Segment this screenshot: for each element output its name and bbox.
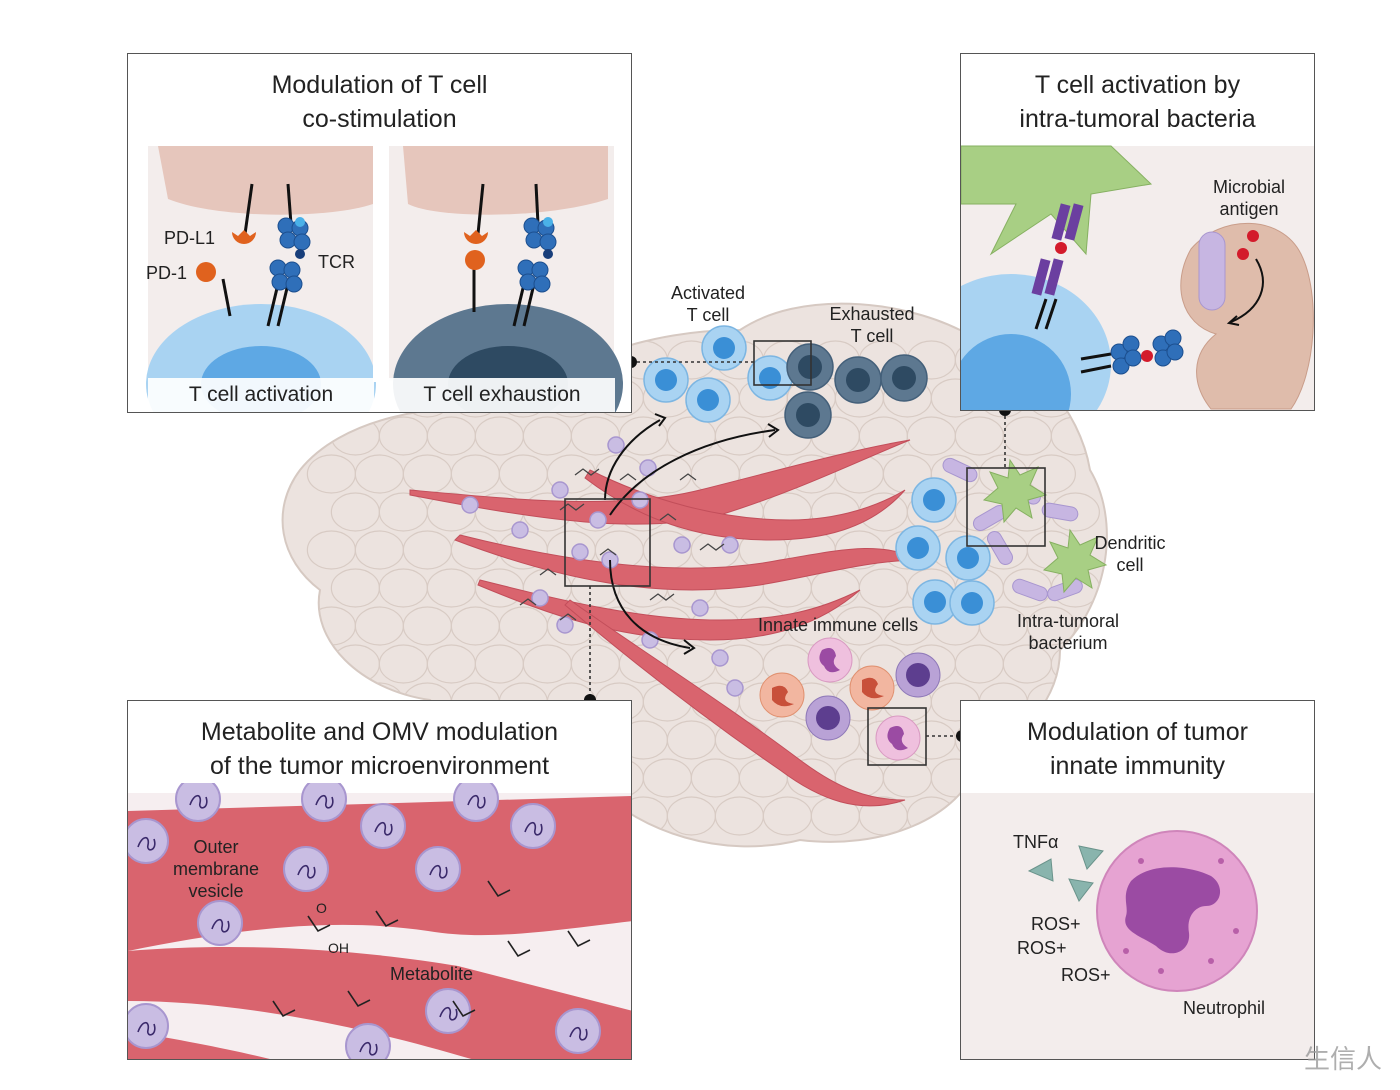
innate-immune-cells: [759, 637, 941, 761]
tcell-exhaustion-caption: T cell exhaustion: [389, 378, 615, 412]
watermark: 生信人: [1303, 1044, 1382, 1074]
t-cell-cluster: [643, 325, 995, 626]
neutrophil-label: Neutrophil: [1183, 998, 1266, 1018]
center-metabolites: [519, 468, 725, 621]
dendritic-cells: [982, 458, 1108, 594]
o-label: O: [316, 900, 327, 916]
tcell-activation-caption: T cell activation: [148, 378, 374, 412]
tcr-label: TCR: [318, 252, 355, 272]
bacteria-activation-art: [961, 145, 1314, 410]
innate-immune-cells-label: Innate immune cells: [758, 615, 919, 635]
metabolite-label: Metabolite: [390, 964, 474, 984]
ros-label-2: ROS+: [1017, 938, 1067, 958]
pdl1-label: PD-L1: [164, 228, 216, 248]
tnfa-label: TNFα: [1013, 832, 1059, 852]
ros-label-3: ROS+: [1061, 965, 1111, 985]
migration-arrows: [604, 413, 780, 655]
oh-label: OH: [328, 940, 349, 956]
center-omv-particles: [461, 436, 744, 697]
pd1-label: PD-1: [146, 263, 188, 283]
innate-immunity-art: [961, 793, 1314, 1059]
ros-label-1: ROS+: [1031, 914, 1081, 934]
metabolite-omv-art: [128, 776, 631, 1059]
